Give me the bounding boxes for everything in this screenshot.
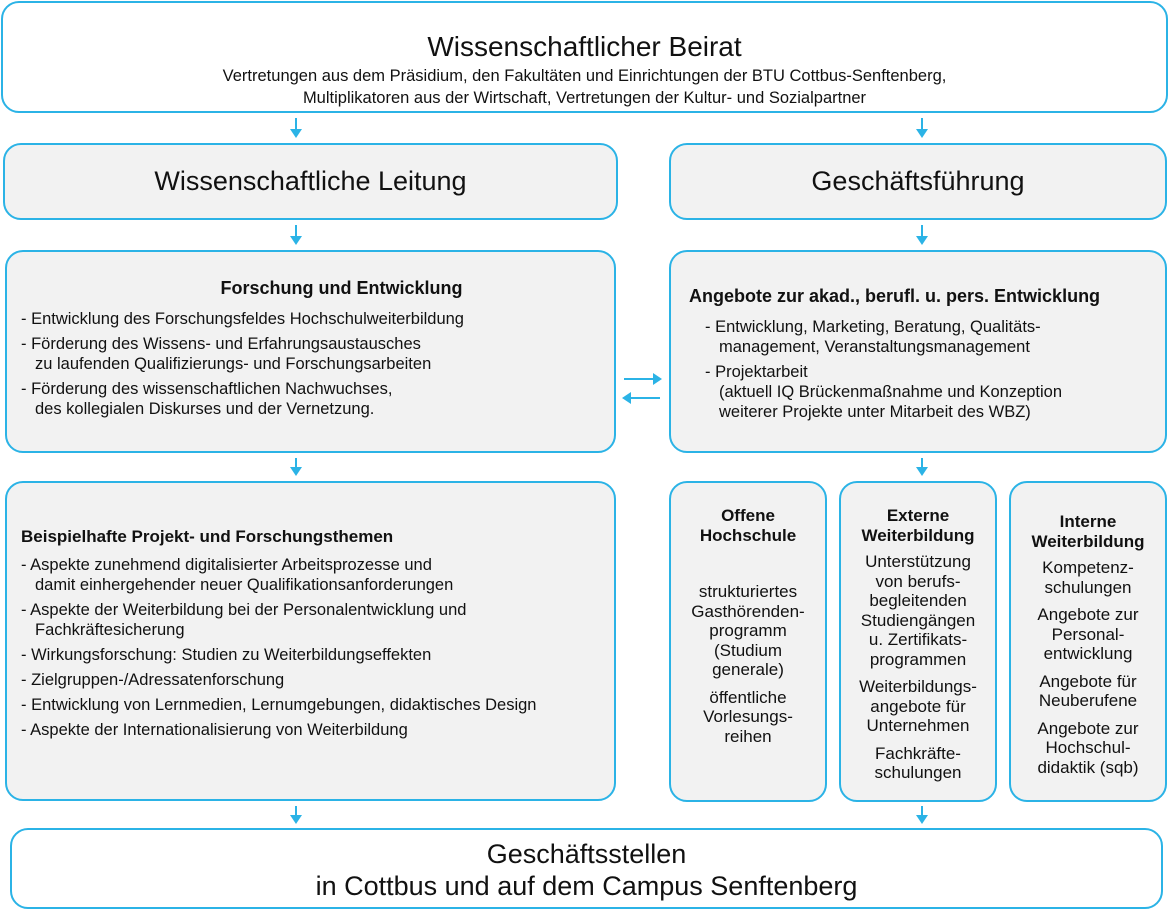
externe-item: Fachkräfte- schulungen	[874, 743, 962, 783]
interne-item: Angebote für Neuberufene	[1038, 671, 1138, 711]
arrow-down	[916, 458, 928, 476]
externe-title: Externe Weiterbildung	[861, 506, 975, 545]
arrow-left	[622, 392, 660, 404]
externe-item: Weiterbildungs- angebote für Unternehmen	[859, 677, 977, 735]
geschaeftsstellen-title: Geschäftsstellen in Cottbus und auf dem …	[315, 839, 858, 901]
forschung-item: - Förderung des wissenschaftlichen Nachw…	[21, 380, 393, 418]
arrow-down	[290, 225, 302, 245]
arrow-down	[290, 806, 302, 824]
arrow-down	[916, 806, 928, 824]
offene-item: strukturiertes Gasthörenden- programm (S…	[691, 582, 805, 679]
externe-item: Unterstützung von berufs- begleitenden S…	[860, 552, 976, 669]
externe-weiterbildung-box: Externe Weiterbildung Unterstützung von …	[839, 481, 997, 802]
forschung-box: Forschung und Entwicklung - Entwicklung …	[5, 250, 616, 453]
beirat-title: Wissenschaftlicher Beirat	[427, 31, 742, 62]
themen-item: - Zielgruppen-/Adressatenforschung	[21, 671, 285, 689]
themen-item: - Entwicklung von Lernmedien, Lernumgebu…	[21, 696, 537, 714]
geschaeftsstellen-box: Geschäftsstellen in Cottbus und auf dem …	[10, 828, 1163, 909]
interne-item: Angebote zur Personal- entwicklung	[1037, 605, 1139, 663]
arrow-down	[290, 118, 302, 138]
forschung-item: - Förderung des Wissens- und Erfahrungsa…	[21, 335, 432, 373]
interne-item: Angebote zur Hochschul- didaktik (sqb)	[1037, 718, 1139, 777]
themen-item: - Wirkungsforschung: Studien zu Weiterbi…	[21, 646, 432, 664]
angebote-title: Angebote zur akad., berufl. u. pers. Ent…	[689, 286, 1101, 306]
forschung-title: Forschung und Entwicklung	[220, 278, 463, 298]
themen-item: - Aspekte der Weiterbildung bei der Pers…	[21, 601, 467, 639]
angebote-item: - Projektarbeit (aktuell IQ Brückenmaßna…	[705, 363, 1063, 421]
arrow-down	[916, 225, 928, 245]
leitung-title: Wissenschaftliche Leitung	[154, 166, 467, 196]
arrow-down	[916, 118, 928, 138]
geschaeftsfuehrung-title: Geschäftsführung	[811, 166, 1025, 196]
beirat-subtitle: Vertretungen aus dem Präsidium, den Faku…	[222, 67, 947, 107]
offene-item: öffentliche Vorlesungs- reihen	[703, 687, 793, 746]
themen-item: - Aspekte der Internationalisierung von …	[21, 721, 408, 739]
themen-box: Beispielhafte Projekt- und Forschungsthe…	[5, 481, 616, 801]
interne-weiterbildung-box: Interne Weiterbildung Kompetenz- schulun…	[1009, 481, 1167, 802]
arrow-down	[290, 458, 302, 476]
themen-title: Beispielhafte Projekt- und Forschungsthe…	[21, 527, 394, 546]
interne-title: Interne Weiterbildung	[1031, 512, 1145, 551]
interne-item: Kompetenz- schulungen	[1042, 558, 1134, 597]
arrow-right	[624, 373, 662, 385]
leitung-box: Wissenschaftliche Leitung	[3, 143, 618, 220]
angebote-box: Angebote zur akad., berufl. u. pers. Ent…	[669, 250, 1167, 453]
forschung-item: - Entwicklung des Forschungsfeldes Hochs…	[21, 310, 464, 328]
geschaeftsfuehrung-box: Geschäftsführung	[669, 143, 1167, 220]
beirat-box: Wissenschaftlicher Beirat Vertretungen a…	[1, 1, 1168, 113]
offene-hochschule-box: Offene Hochschule strukturiertes Gasthör…	[669, 481, 827, 802]
offene-title: Offene Hochschule	[699, 506, 797, 545]
angebote-item: - Entwicklung, Marketing, Beratung, Qual…	[705, 318, 1041, 356]
themen-item: - Aspekte zunehmend digitalisierter Arbe…	[21, 556, 454, 594]
